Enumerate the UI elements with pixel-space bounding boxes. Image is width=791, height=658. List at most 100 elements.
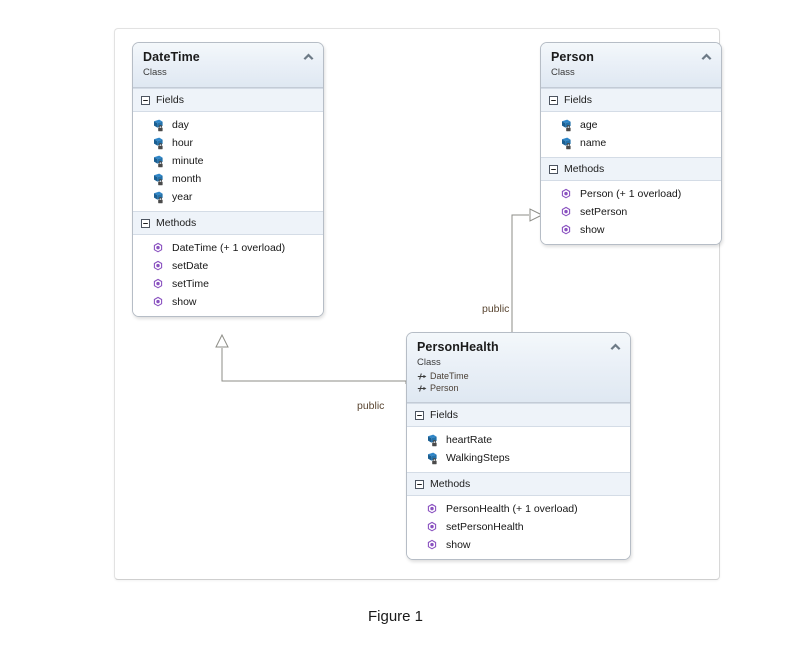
member-list-datetime-methods: DateTime (+ 1 overload) setDate setTime: [133, 235, 323, 316]
chevron-up-icon[interactable]: [609, 341, 622, 352]
member-label: show: [446, 539, 471, 551]
base-class-arrow-icon: [417, 373, 427, 380]
compartment-title: Methods: [156, 217, 197, 229]
class-header-personhealth: PersonHealth Class DateTime: [407, 333, 630, 403]
member-row[interactable]: Person (+ 1 overload): [541, 185, 721, 203]
compartment-title: Fields: [430, 409, 459, 421]
collapse-box-icon[interactable]: [549, 95, 558, 105]
base-class-item[interactable]: Person: [417, 383, 620, 395]
method-icon: [561, 224, 571, 235]
inheritance-triangle-icon: [215, 333, 229, 348]
field-private-icon: [562, 137, 571, 150]
class-header-person: Person Class: [541, 43, 721, 88]
member-row[interactable]: show: [541, 221, 721, 239]
method-icon: [153, 242, 163, 253]
base-class-arrow-icon: [417, 385, 427, 392]
member-row[interactable]: setDate: [133, 257, 323, 275]
method-icon: [427, 539, 437, 550]
method-icon: [153, 260, 163, 271]
class-title-personhealth: PersonHealth: [417, 340, 499, 354]
member-label: heartRate: [446, 434, 493, 446]
member-label: day: [172, 119, 189, 131]
member-row[interactable]: setPersonHealth: [407, 518, 630, 536]
method-icon: [153, 278, 163, 289]
member-label: hour: [172, 137, 194, 149]
compartment-title: Fields: [564, 94, 593, 106]
chevron-up-icon[interactable]: [302, 51, 315, 62]
collapse-box-icon[interactable]: [415, 410, 424, 420]
member-list-personhealth-fields: heartRate WalkingSteps: [407, 427, 630, 472]
member-label: Person (+ 1 overload): [580, 188, 682, 200]
compartment-title: Methods: [430, 478, 471, 490]
member-label: setTime: [172, 278, 209, 290]
class-box-personhealth[interactable]: PersonHealth Class DateTime: [406, 332, 631, 560]
field-private-icon: [154, 137, 163, 150]
member-label: minute: [172, 155, 204, 167]
member-label: setPerson: [580, 206, 628, 218]
member-row[interactable]: minute: [133, 152, 323, 170]
member-row[interactable]: day: [133, 116, 323, 134]
member-row[interactable]: name: [541, 134, 721, 152]
member-label: setPersonHealth: [446, 521, 524, 533]
class-header-datetime: DateTime Class: [133, 43, 323, 88]
member-row[interactable]: hour: [133, 134, 323, 152]
member-row[interactable]: age: [541, 116, 721, 134]
member-label: name: [580, 137, 607, 149]
member-row[interactable]: show: [133, 293, 323, 311]
base-class-label: Person: [430, 382, 459, 393]
compartment-title: Methods: [564, 163, 605, 175]
member-row[interactable]: year: [133, 188, 323, 206]
class-box-datetime[interactable]: DateTime Class Fields: [132, 42, 324, 317]
member-row[interactable]: DateTime (+ 1 overload): [133, 239, 323, 257]
member-list-datetime-fields: day hour m: [133, 112, 323, 211]
base-class-list: DateTime Person: [417, 371, 620, 394]
compartment-header-personhealth-fields[interactable]: Fields: [407, 403, 630, 427]
field-private-icon: [154, 155, 163, 168]
member-list-personhealth-methods: PersonHealth (+ 1 overload) setPersonHea…: [407, 496, 630, 559]
compartment-header-person-fields[interactable]: Fields: [541, 88, 721, 112]
method-icon: [427, 503, 437, 514]
member-label: show: [580, 224, 605, 236]
class-box-person[interactable]: Person Class Fields age: [540, 42, 722, 245]
compartment-header-personhealth-methods[interactable]: Methods: [407, 472, 630, 496]
collapse-box-icon[interactable]: [141, 95, 150, 105]
compartment-header-datetime-methods[interactable]: Methods: [133, 211, 323, 235]
field-private-icon: [154, 191, 163, 204]
field-private-icon: [154, 119, 163, 132]
member-row[interactable]: setPerson: [541, 203, 721, 221]
class-kind-datetime: Class: [143, 67, 167, 78]
member-row[interactable]: PersonHealth (+ 1 overload): [407, 500, 630, 518]
chevron-up-icon[interactable]: [700, 51, 713, 62]
member-label: age: [580, 119, 598, 131]
compartment-title: Fields: [156, 94, 185, 106]
collapse-box-icon[interactable]: [415, 479, 424, 489]
member-label: month: [172, 173, 202, 185]
member-list-person-fields: age name: [541, 112, 721, 157]
field-private-icon: [428, 434, 437, 447]
member-row[interactable]: show: [407, 536, 630, 554]
compartment-header-datetime-fields[interactable]: Fields: [133, 88, 323, 112]
member-row[interactable]: setTime: [133, 275, 323, 293]
method-icon: [427, 521, 437, 532]
method-icon: [561, 206, 571, 217]
connector-label-person: public: [482, 303, 510, 315]
member-label: WalkingSteps: [446, 452, 510, 464]
member-row[interactable]: month: [133, 170, 323, 188]
member-label: year: [172, 191, 193, 203]
compartment-header-person-methods[interactable]: Methods: [541, 157, 721, 181]
collapse-box-icon[interactable]: [549, 164, 558, 174]
class-kind-person: Class: [551, 67, 575, 78]
connector-label-datetime: public: [357, 400, 385, 412]
member-label: show: [172, 296, 197, 308]
class-title-datetime: DateTime: [143, 50, 200, 64]
member-row[interactable]: heartRate: [407, 431, 630, 449]
member-row[interactable]: WalkingSteps: [407, 449, 630, 467]
method-icon: [153, 296, 163, 307]
base-class-item[interactable]: DateTime: [417, 371, 620, 383]
class-kind-personhealth: Class: [417, 357, 441, 368]
collapse-box-icon[interactable]: [141, 218, 150, 228]
method-icon: [561, 188, 571, 199]
field-private-icon: [428, 452, 437, 465]
class-title-person: Person: [551, 50, 594, 64]
connector-personhealth-to-datetime: [215, 333, 407, 384]
